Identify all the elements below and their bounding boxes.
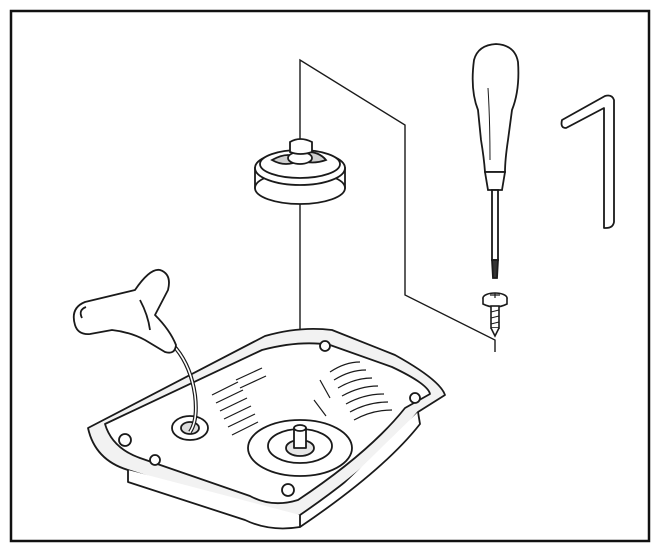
screw xyxy=(482,292,508,338)
leader-lines xyxy=(299,58,496,440)
screwdriver xyxy=(471,43,520,279)
allen-key xyxy=(560,94,615,229)
starter-cover-housing xyxy=(87,327,446,530)
rope-handle xyxy=(72,268,198,434)
rope-rotor xyxy=(254,138,346,205)
